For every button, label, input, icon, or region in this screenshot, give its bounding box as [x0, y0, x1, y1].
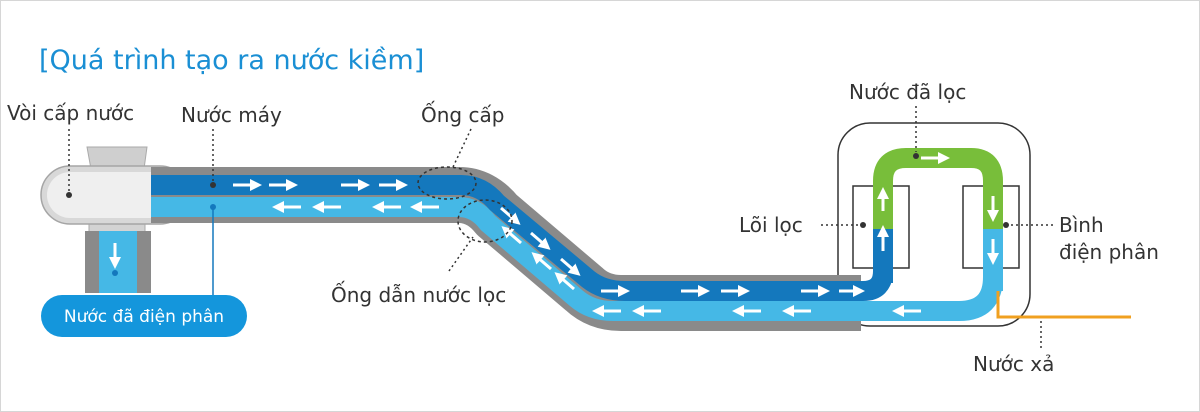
- alkaline-water-badge: [41, 295, 247, 337]
- alkaline-water-label: Nước đã điện phân: [64, 307, 224, 327]
- filter-core-label: Lõi lọc: [739, 213, 803, 237]
- supply-pipe-highlight: [417, 166, 477, 200]
- supply-pipe-label: Ống cấp: [421, 101, 504, 127]
- supply-arrows: [233, 179, 889, 297]
- filtered-pipe-highlight: [457, 199, 513, 243]
- filtered-pipe-label: Ống dẫn nước lọc: [331, 281, 506, 307]
- supply-water-flow: [151, 175, 893, 301]
- filtered-loop-arrows: [921, 152, 999, 222]
- electrolytic-cell-label-line1: Bình: [1059, 213, 1104, 237]
- output-pipe: [85, 231, 151, 293]
- leader-dots: [66, 153, 1009, 228]
- output-pipe-dot: [112, 270, 118, 276]
- diagram-title: [Quá trình tạo ra nước kiềm]: [39, 45, 424, 76]
- leader-lines: [68, 106, 1053, 351]
- faucet-label: Vòi cấp nước: [7, 101, 134, 125]
- filtered-water-arrows: [109, 201, 999, 317]
- filtered-water-label: Nước đã lọc: [849, 80, 966, 104]
- electrolytic-cell-label-line2: điện phân: [1059, 240, 1159, 264]
- output-leader-dot: [210, 204, 216, 210]
- waste-water-label: Nước xả: [973, 352, 1054, 376]
- tap-water-label: Nước máy: [181, 103, 282, 127]
